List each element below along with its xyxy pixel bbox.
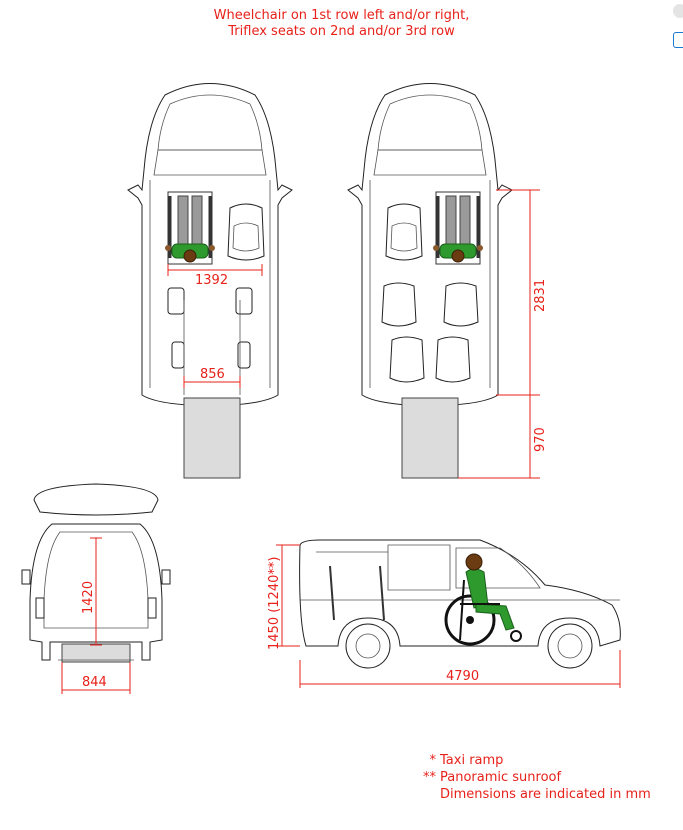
dim-interior-height: 1450 (1240**) <box>267 557 282 650</box>
legend-text-3: Dimensions are indicated in mm <box>440 787 651 802</box>
top-view-right: 2831 970 <box>347 83 548 479</box>
side-view: 1450 (1240**) 4790 <box>267 539 621 688</box>
open-tailgate <box>33 483 159 516</box>
legend: *Taxi ramp ** Panoramic sunroof Dimension… <box>410 752 651 803</box>
zoom-icon[interactable] <box>673 4 683 18</box>
diagram-title: Wheelchair on 1st row left and/or right,… <box>0 8 683 40</box>
dim-ramp-width-top: 856 <box>200 367 225 382</box>
seat-front-left <box>385 203 423 261</box>
triflex-seat-2nd-right <box>443 282 479 327</box>
wheelchair-occupant-top-left <box>165 191 215 265</box>
title-line-1: Wheelchair on 1st row left and/or right, <box>213 8 470 23</box>
wheelchair-occupant-top-right <box>433 191 483 265</box>
legend-row-taxi-ramp: *Taxi ramp <box>410 752 651 769</box>
legend-marker-1: * <box>429 753 437 768</box>
triflex-seat-2nd-left <box>381 282 417 327</box>
dim-vehicle-length: 4790 <box>446 669 479 684</box>
dim-ramp-width-rear: 844 <box>82 675 107 690</box>
title-line-2: Triflex seats on 2nd and/or 3rd row <box>228 24 455 39</box>
taxi-ramp-left <box>183 397 241 479</box>
rear-view: 1420 844 <box>21 483 171 694</box>
legend-row-sunroof: ** Panoramic sunroof <box>410 769 651 786</box>
legend-row-units: Dimensions are indicated in mm <box>410 786 651 803</box>
legend-marker-2: ** <box>423 770 436 785</box>
seat-front-right <box>227 203 265 261</box>
dim-ramp-length: 970 <box>533 427 548 452</box>
triflex-seat-3rd-left <box>389 336 425 383</box>
front-wheel <box>547 623 593 669</box>
dim-interior-width: 1392 <box>195 273 228 288</box>
side-toolbar <box>673 4 683 48</box>
dim-interior-length: 2831 <box>533 279 548 312</box>
taxi-ramp-right <box>401 397 459 479</box>
wheelchair-occupant-side <box>444 553 522 646</box>
legend-text-2: Panoramic sunroof <box>440 770 562 785</box>
dim-door-height: 1420 <box>81 581 96 614</box>
expand-icon[interactable] <box>673 32 683 48</box>
legend-text-1: Taxi ramp <box>440 753 504 768</box>
top-view-left: 1392 856 <box>127 83 293 479</box>
triflex-seat-3rd-right <box>435 336 471 383</box>
rear-wheel <box>345 623 391 669</box>
